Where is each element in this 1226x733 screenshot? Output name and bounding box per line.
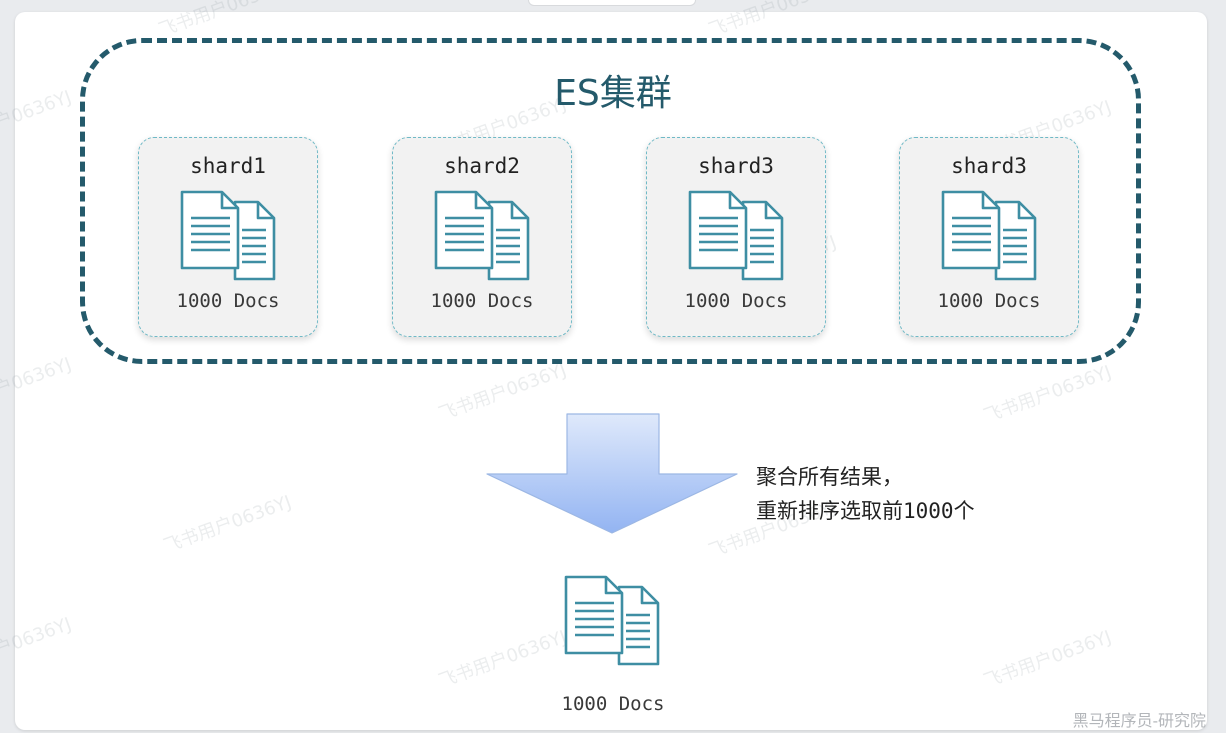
aggregation-note: 聚合所有结果， 重新排序选取前1000个: [756, 460, 975, 528]
brand-label: 黑马程序员-研究院: [1072, 711, 1206, 730]
shard-name: shard1: [190, 154, 266, 178]
shard-name: shard2: [444, 154, 520, 178]
shard-doc-count: 1000 Docs: [176, 290, 280, 312]
down-arrow-icon: [486, 413, 738, 534]
document-stack-icon: [688, 190, 784, 281]
shard-card: shard3 1000 Docs: [899, 137, 1079, 337]
document-stack-icon: [434, 190, 530, 281]
shard-doc-count: 1000 Docs: [430, 290, 534, 312]
shard-name: shard3: [698, 154, 774, 178]
document-stack-icon: [180, 190, 276, 281]
document-stack-icon: [941, 190, 1037, 281]
cluster-title: ES集群: [554, 73, 672, 114]
shard-card: shard2 1000 Docs: [392, 137, 572, 337]
shard-card: shard3 1000 Docs: [646, 137, 826, 337]
shard-card: shard1 1000 Docs: [138, 137, 318, 337]
shard-doc-count: 1000 Docs: [684, 290, 788, 312]
shard-doc-count: 1000 Docs: [937, 290, 1041, 312]
aggregation-note-line2: 重新排序选取前1000个: [756, 499, 975, 523]
document-stack-icon: [564, 575, 660, 666]
result-doc-count: 1000 Docs: [561, 693, 665, 715]
aggregation-note-line1: 聚合所有结果，: [756, 465, 903, 489]
es-cluster-boundary: [80, 38, 1141, 364]
top-tab: [528, 0, 696, 6]
shard-name: shard3: [951, 154, 1027, 178]
